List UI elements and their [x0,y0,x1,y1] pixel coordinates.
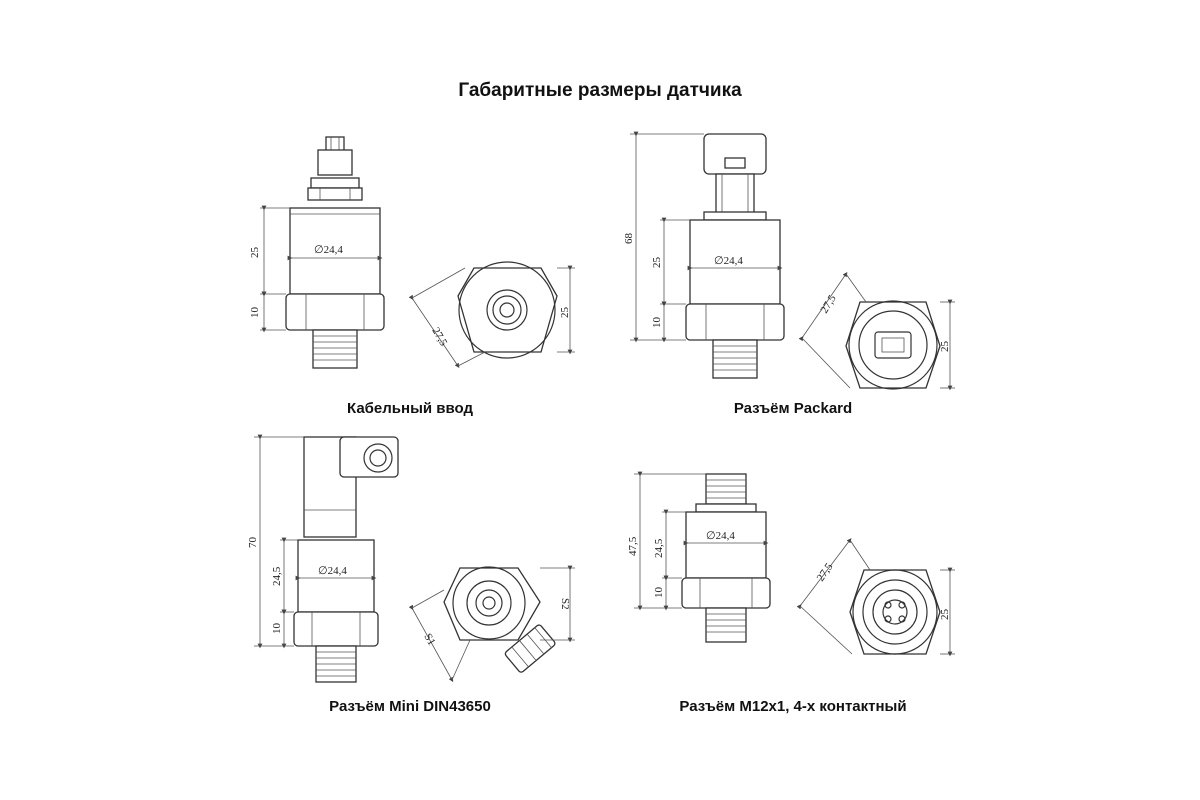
page-title: Габаритные размеры датчика [458,80,742,101]
view-m12-side: ∅24,4 47,5 24,5 10 [627,471,771,643]
dim-10: 10 [249,307,261,319]
view-cable-entry-top: 25 27,5 [408,261,575,368]
dim-24-5-din: 24,5 [271,566,283,586]
dim-s1: S1 [421,632,437,648]
thread-lines [313,335,357,361]
caption-m12: Разъём M12x1, 4-х контактный [679,698,907,715]
dim-25-top: 25 [559,307,571,319]
dim-10-m12: 10 [653,587,665,599]
dim-diameter-din: ∅24,4 [318,565,347,577]
dim-25-packard-top: 25 [939,341,951,353]
dim-68: 68 [623,233,635,245]
caption-cable-entry: Кабельный ввод [346,400,474,417]
dim-27-5: 27,5 [429,326,449,349]
dim-diameter-m12: ∅24,4 [706,530,735,542]
view-packard-top: 25 27,5 [798,272,955,391]
caption-packard: Разъём Packard [733,400,853,417]
view-m12-top: 25 27,5 [796,538,955,657]
dim-25-packard: 25 [651,257,663,269]
view-din-side: ∅24,4 70 24,5 10 [247,434,399,683]
dim-s2: S2 [559,598,571,610]
dim-47-5: 47,5 [627,536,639,556]
view-din-top: S2 S1 [408,565,575,683]
dim-diameter: ∅24,4 [314,244,343,256]
dim-diameter-packard: ∅24,4 [714,255,743,267]
dim-25: 25 [249,247,261,259]
caption-din: Разъём Mini DIN43650 [329,698,491,715]
view-cable-entry-side: ∅24,4 25 10 [249,136,385,369]
view-packard-side: ∅24,4 68 25 10 [623,131,785,379]
dim-10-packard: 10 [651,317,663,329]
dim-27-5-packard: 27,5 [818,292,839,315]
dim-24-5-m12: 24,5 [653,538,665,558]
dim-10-din: 10 [271,623,283,635]
dim-25-m12-top: 25 [939,609,951,621]
dim-70: 70 [247,537,259,549]
dim-27-5-m12: 27,5 [815,561,836,584]
